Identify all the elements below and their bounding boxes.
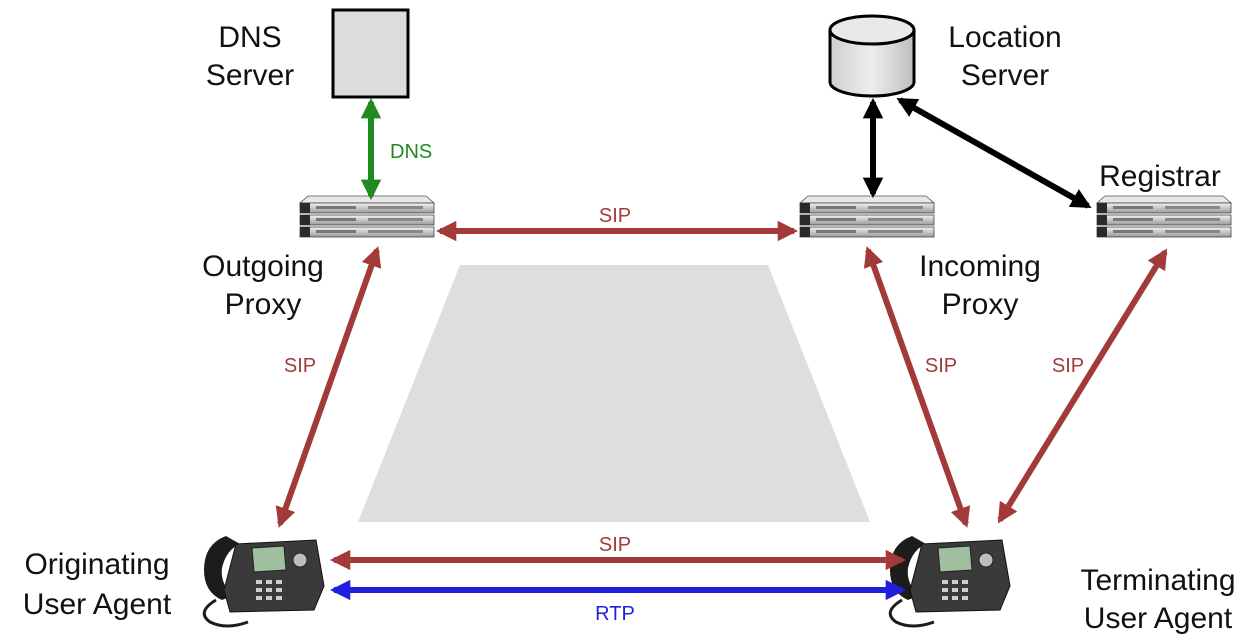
location-server-label-line1: Location <box>948 21 1061 54</box>
terminating-ua-label-line1: Terminating <box>1080 564 1235 597</box>
network-cloud-area <box>358 265 870 522</box>
sip-proxies-link-label: SIP <box>599 205 631 227</box>
sip-registrar-link-label: SIP <box>1052 355 1084 377</box>
sip-phones-link-label: SIP <box>599 534 631 556</box>
dns-link-label: DNS <box>390 141 432 163</box>
terminating-ip-phone-icon <box>888 534 1012 628</box>
outgoing-proxy-label-line2: Proxy <box>225 288 302 321</box>
incoming-proxy-label: Incoming Proxy <box>919 250 1041 321</box>
outgoing-proxy-rack-icon <box>299 195 435 238</box>
sip-incoming-link-label: SIP <box>925 355 957 377</box>
dns-server-label-line2: Server <box>206 59 294 92</box>
rtp-phones-link-label: RTP <box>595 603 635 625</box>
incoming-proxy-label-line1: Incoming <box>919 250 1041 283</box>
registrar-rack-icon <box>1096 195 1232 238</box>
originating-ua-label-line2: User Agent <box>23 588 172 621</box>
database-cylinder-icon <box>828 14 916 98</box>
sip-originating-link-label: SIP <box>284 355 316 377</box>
registrar-label: Registrar <box>1099 160 1221 193</box>
outgoing-proxy-label-line1: Outgoing <box>202 250 324 283</box>
location-server-label: Location Server <box>948 21 1061 92</box>
dns-server-label-line1: DNS <box>218 21 281 54</box>
terminating-ua-label: Terminating User Agent <box>1080 564 1235 635</box>
outgoing-proxy-label: Outgoing Proxy <box>202 250 324 321</box>
sip-originating-arrow <box>275 246 382 528</box>
location-server-label-line2: Server <box>961 59 1049 92</box>
registrar-label-line1: Registrar <box>1099 160 1221 193</box>
incoming-proxy-label-line2: Proxy <box>942 288 1019 321</box>
server-box-icon <box>331 8 410 99</box>
sip-registrar-arrow <box>997 248 1168 524</box>
dns-server-label: DNS Server <box>206 21 294 92</box>
originating-ua-label-line1: Originating <box>24 548 169 581</box>
sip-incoming-arrow <box>863 246 971 528</box>
terminating-ua-label-line2: User Agent <box>1084 602 1233 635</box>
incoming-proxy-rack-icon <box>799 195 935 238</box>
originating-ip-phone-icon <box>202 534 326 628</box>
originating-ua-label: Originating User Agent <box>23 548 172 621</box>
location-registrar-arrow <box>896 97 1092 209</box>
